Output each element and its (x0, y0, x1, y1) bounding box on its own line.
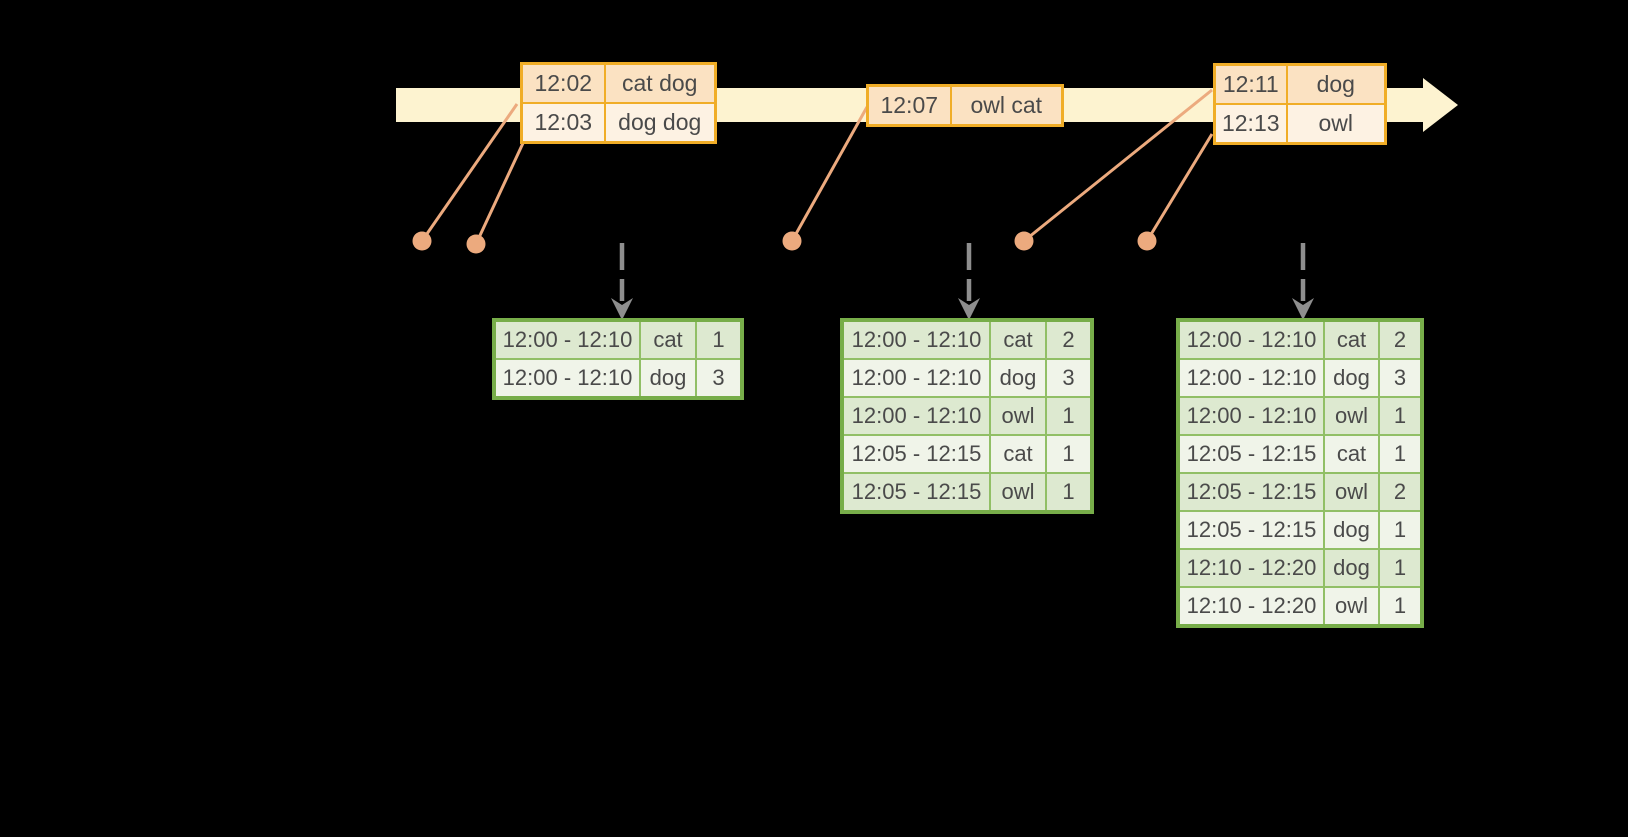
result-row: 12:05 - 12:15 cat 1 (1177, 434, 1423, 474)
result-row: 12:10 - 12:20 owl 1 (1177, 586, 1423, 627)
result-word-cell: cat (1323, 434, 1380, 474)
result-word-cell: dog (639, 358, 697, 399)
event-table-2: 12:07 owl cat (866, 84, 1064, 127)
result-row: 12:00 - 12:10 owl 1 (841, 396, 1093, 436)
result-word-cell: cat (989, 319, 1047, 360)
result-window-cell: 12:00 - 12:10 (493, 358, 641, 399)
result-row: 12:00 - 12:10 cat 2 (1177, 319, 1423, 360)
result-row: 12:05 - 12:15 owl 1 (841, 472, 1093, 513)
event-table-1: 12:02 cat dog 12:03 dog dog (520, 62, 717, 144)
result-table-3: 12:00 - 12:10 cat 2 12:00 - 12:10 dog 3 … (1176, 318, 1424, 628)
result-word-cell: owl (989, 472, 1047, 513)
result-count-cell: 1 (1378, 396, 1423, 436)
result-row: 12:05 - 12:15 dog 1 (1177, 510, 1423, 550)
result-count-cell: 2 (1045, 319, 1093, 360)
result-word-cell: dog (1323, 358, 1380, 398)
result-count-cell: 1 (1378, 434, 1423, 474)
result-row: 12:05 - 12:15 owl 2 (1177, 472, 1423, 512)
event-connector-line (790, 106, 869, 242)
event-table-3: 12:11 dog 12:13 owl (1213, 63, 1387, 145)
event-dot-icon (412, 231, 432, 251)
result-row: 12:00 - 12:10 dog 3 (493, 358, 743, 399)
result-row: 12:00 - 12:10 dog 3 (841, 358, 1093, 398)
timeline-arrow-head-icon (1423, 78, 1458, 132)
result-window-cell: 12:10 - 12:20 (1177, 548, 1325, 588)
result-word-cell: cat (639, 319, 697, 360)
result-table-2: 12:00 - 12:10 cat 2 12:00 - 12:10 dog 3 … (840, 318, 1094, 514)
result-row: 12:00 - 12:10 owl 1 (1177, 396, 1423, 436)
trigger-arrow-icon (611, 243, 633, 320)
result-word-cell: owl (989, 396, 1047, 436)
result-window-cell: 12:10 - 12:20 (1177, 586, 1325, 627)
event-row: 12:03 dog dog (520, 102, 717, 144)
event-words-cell: dog dog (603, 102, 717, 144)
event-row: 12:02 cat dog (520, 62, 717, 104)
event-connector-line (1145, 133, 1214, 242)
event-connector-line (474, 140, 526, 245)
result-word-cell: cat (989, 434, 1047, 474)
trigger-arrow-icon (1292, 243, 1314, 320)
result-row: 12:10 - 12:20 dog 1 (1177, 548, 1423, 588)
result-window-cell: 12:00 - 12:10 (841, 396, 991, 436)
result-window-cell: 12:00 - 12:10 (493, 319, 641, 360)
result-word-cell: owl (1323, 472, 1380, 512)
result-count-cell: 3 (1045, 358, 1093, 398)
result-count-cell: 3 (695, 358, 743, 399)
result-count-cell: 1 (1045, 396, 1093, 436)
result-window-cell: 12:05 - 12:15 (1177, 434, 1325, 474)
result-count-cell: 2 (1378, 472, 1423, 512)
result-count-cell: 1 (1378, 586, 1423, 627)
result-window-cell: 12:00 - 12:10 (1177, 358, 1325, 398)
event-words-cell: cat dog (603, 62, 717, 104)
result-table-1: 12:00 - 12:10 cat 1 12:00 - 12:10 dog 3 (492, 318, 744, 400)
result-window-cell: 12:00 - 12:10 (841, 358, 991, 398)
event-words-cell: owl cat (949, 84, 1064, 127)
result-word-cell: cat (1323, 319, 1380, 360)
result-row: 12:00 - 12:10 dog 3 (1177, 358, 1423, 398)
event-dot-icon (1137, 231, 1157, 251)
result-row: 12:00 - 12:10 cat 2 (841, 319, 1093, 360)
result-count-cell: 1 (695, 319, 743, 360)
result-word-cell: dog (1323, 510, 1380, 550)
result-window-cell: 12:00 - 12:10 (1177, 396, 1325, 436)
event-time-cell: 12:03 (520, 102, 606, 144)
result-word-cell: owl (1323, 396, 1380, 436)
event-dot-icon (782, 231, 802, 251)
result-window-cell: 12:00 - 12:10 (841, 319, 991, 360)
result-row: 12:00 - 12:10 cat 1 (493, 319, 743, 360)
event-time-cell: 12:02 (520, 62, 606, 104)
result-count-cell: 1 (1378, 548, 1423, 588)
result-word-cell: owl (1323, 586, 1380, 627)
result-word-cell: dog (989, 358, 1047, 398)
result-count-cell: 3 (1378, 358, 1423, 398)
event-dot-icon (1014, 231, 1034, 251)
result-count-cell: 2 (1378, 319, 1423, 360)
result-window-cell: 12:00 - 12:10 (1177, 319, 1325, 360)
result-window-cell: 12:05 - 12:15 (1177, 510, 1325, 550)
result-count-cell: 1 (1045, 434, 1093, 474)
result-count-cell: 1 (1378, 510, 1423, 550)
result-word-cell: dog (1323, 548, 1380, 588)
event-row: 12:13 owl (1213, 103, 1387, 145)
event-connector-line (420, 103, 519, 242)
event-time-cell: 12:13 (1213, 103, 1288, 145)
event-row: 12:07 owl cat (866, 84, 1064, 127)
event-row: 12:11 dog (1213, 63, 1387, 105)
event-words-cell: owl (1285, 103, 1387, 145)
result-window-cell: 12:05 - 12:15 (841, 434, 991, 474)
result-window-cell: 12:05 - 12:15 (1177, 472, 1325, 512)
result-count-cell: 1 (1045, 472, 1093, 513)
event-dot-icon (466, 234, 486, 254)
event-words-cell: dog (1285, 63, 1387, 105)
trigger-arrow-icon (958, 243, 980, 320)
result-row: 12:05 - 12:15 cat 1 (841, 434, 1093, 474)
event-time-cell: 12:07 (866, 84, 952, 127)
event-time-cell: 12:11 (1213, 63, 1288, 105)
result-window-cell: 12:05 - 12:15 (841, 472, 991, 513)
